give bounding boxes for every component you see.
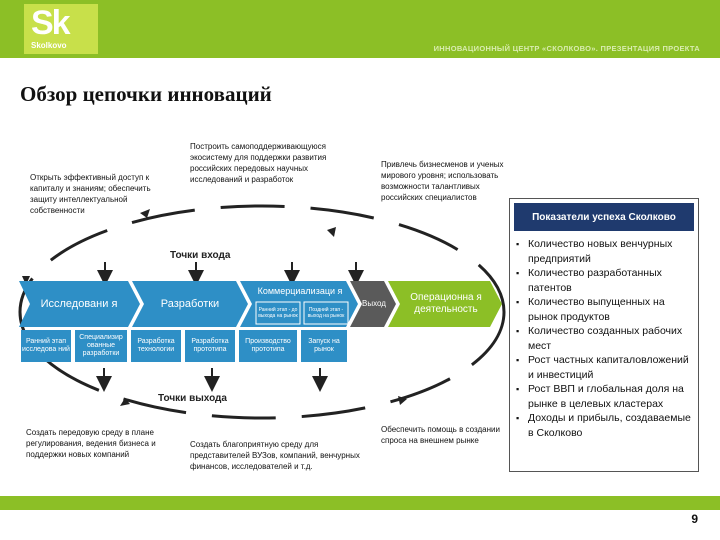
chevron-development-shape [132, 281, 248, 327]
metric-item: Количество новых венчурных предприятий [516, 237, 696, 266]
stage-technology-development: Разработка технологии [131, 330, 181, 362]
chevron-development-label: Разработки [160, 298, 220, 310]
success-metrics-list: Количество новых венчурных предприятий К… [510, 237, 696, 440]
cycle-ellipse [18, 204, 506, 420]
note-ecosystem: Построить самоподдерживающуюся экосистем… [190, 142, 327, 184]
stage-prototype-production: Производство прототипа [239, 330, 297, 362]
metric-item: Рост частных капиталовложений и инвестиц… [516, 353, 696, 382]
stage-market-launch: Запуск на рынок [301, 330, 347, 362]
exit-points-label: Точки выхода [158, 393, 227, 404]
late-stage-shape [303, 301, 349, 325]
success-metrics-panel: Показатели успеха Сколково Количество но… [509, 198, 699, 472]
metric-item: Количество созданных рабочих мест [516, 324, 696, 353]
late-stage-label: Поздний этап - выход на рынок [307, 307, 345, 319]
note-environment: Создать благоприятную среду для представ… [190, 440, 360, 471]
cycle-arrowhead-top-right [327, 227, 336, 237]
note-capital-access: Открыть эффективный доступ к капиталу и … [30, 173, 151, 215]
logo-name: Skolkovo [31, 41, 67, 50]
chevron-operations-label: Операционна я деятельность [410, 292, 482, 315]
cycle-arrowhead-top-left [140, 209, 150, 218]
success-metrics-title: Показатели успеха Сколково [514, 203, 694, 231]
stage-specialized-development: Специализир ованные разработки [75, 330, 127, 362]
early-stage-label: Ранний этап - до выхода на рынок [258, 307, 298, 319]
metric-item: Количество разработанных патентов [516, 266, 696, 295]
stage-early-research: Ранний этап исследова ний [21, 330, 71, 362]
metric-item: Количество выпущенных на рынок продуктов [516, 295, 696, 324]
note-demand: Обеспечить помощь в создании спроса на в… [381, 425, 500, 445]
chevron-operations-shape [388, 281, 502, 327]
cycle-arrowhead-bottom-right [398, 396, 407, 405]
entry-points-label: Точки входа [170, 250, 231, 261]
note-regulation: Создать передовую среду в плане регулиро… [26, 428, 156, 459]
footer-bar [0, 496, 720, 510]
page-number: 9 [691, 512, 698, 526]
chevron-research-shape [19, 281, 140, 327]
chevron-exit-label: Выход [362, 299, 386, 308]
page-title: Обзор цепочки инноваций [20, 82, 272, 106]
chevron-commercialization-label: Коммерциализаци я [257, 285, 343, 296]
stage-prototype-development: Разработка прототипа [185, 330, 235, 362]
logo-mark: Sk [31, 4, 71, 42]
skolkovo-logo: Sk Skolkovo [24, 4, 98, 54]
note-talent: Привлечь бизнесменов и ученых мирового у… [381, 160, 504, 202]
cycle-arrowhead-left [22, 276, 30, 285]
header-caption: ИННОВАЦИОННЫЙ ЦЕНТР «СКОЛКОВО». ПРЕЗЕНТА… [433, 44, 700, 53]
metric-item: Рост ВВП и глобальная доля на рынке в це… [516, 382, 696, 411]
cycle-arrowhead-bottom-left [120, 398, 130, 406]
chevron-research-label: Исследовани я [40, 298, 118, 310]
metric-item: Доходы и прибыль, создаваемые в Сколково [516, 411, 696, 440]
early-stage-shape [255, 301, 301, 325]
chevron-exit-shape [350, 281, 396, 327]
header-bar: Sk Skolkovo ИННОВАЦИОННЫЙ ЦЕНТР «СКОЛКОВ… [0, 0, 720, 58]
